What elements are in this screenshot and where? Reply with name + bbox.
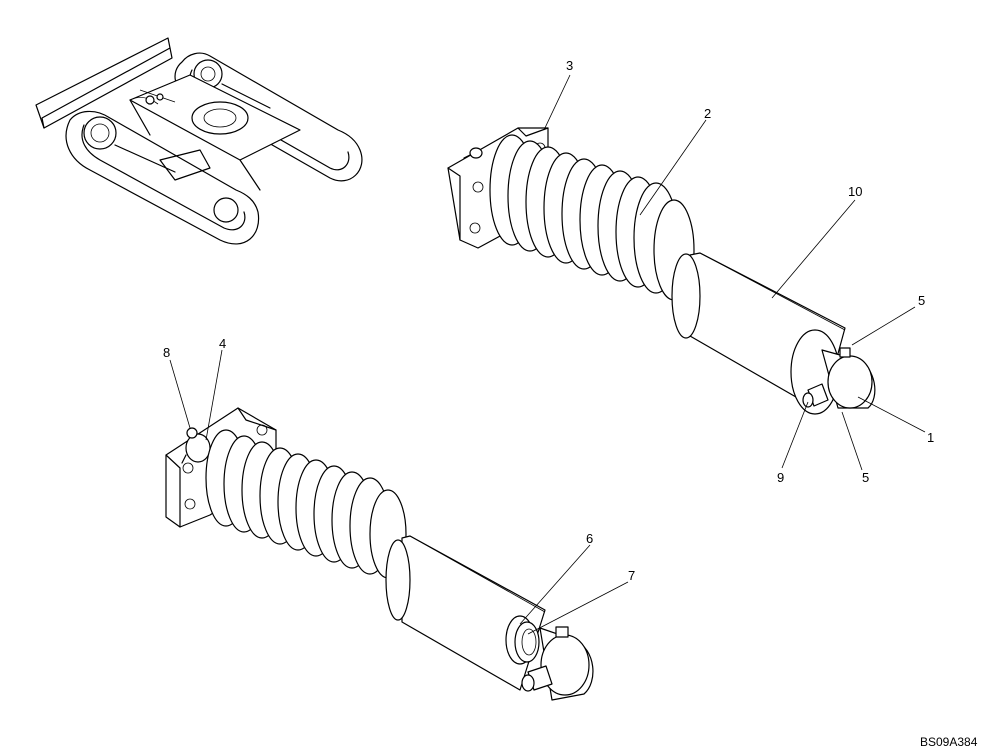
callout-3: 3 [566, 58, 573, 73]
callout-10: 10 [848, 184, 862, 199]
callout-4: 4 [219, 336, 226, 351]
recoil-spring-assembly-lower [165, 407, 594, 701]
drawing-code: BS09A384 [920, 735, 978, 749]
bellows-lower [205, 429, 407, 579]
recoil-spring-assembly-upper [447, 127, 876, 415]
bellows-upper [489, 134, 695, 301]
leader-lines [169, 74, 926, 635]
callout-2: 2 [704, 106, 711, 121]
callout-8: 8 [163, 345, 170, 360]
callout-5-bottom: 5 [862, 470, 869, 485]
machine-overview-illustration [35, 37, 363, 245]
callout-6: 6 [586, 531, 593, 546]
callout-7: 7 [628, 568, 635, 583]
callout-5-top: 5 [918, 293, 925, 308]
callout-9: 9 [777, 470, 784, 485]
callout-1: 1 [927, 430, 934, 445]
callout-labels: 1 2 3 4 5 5 6 7 8 9 10 [163, 58, 934, 583]
